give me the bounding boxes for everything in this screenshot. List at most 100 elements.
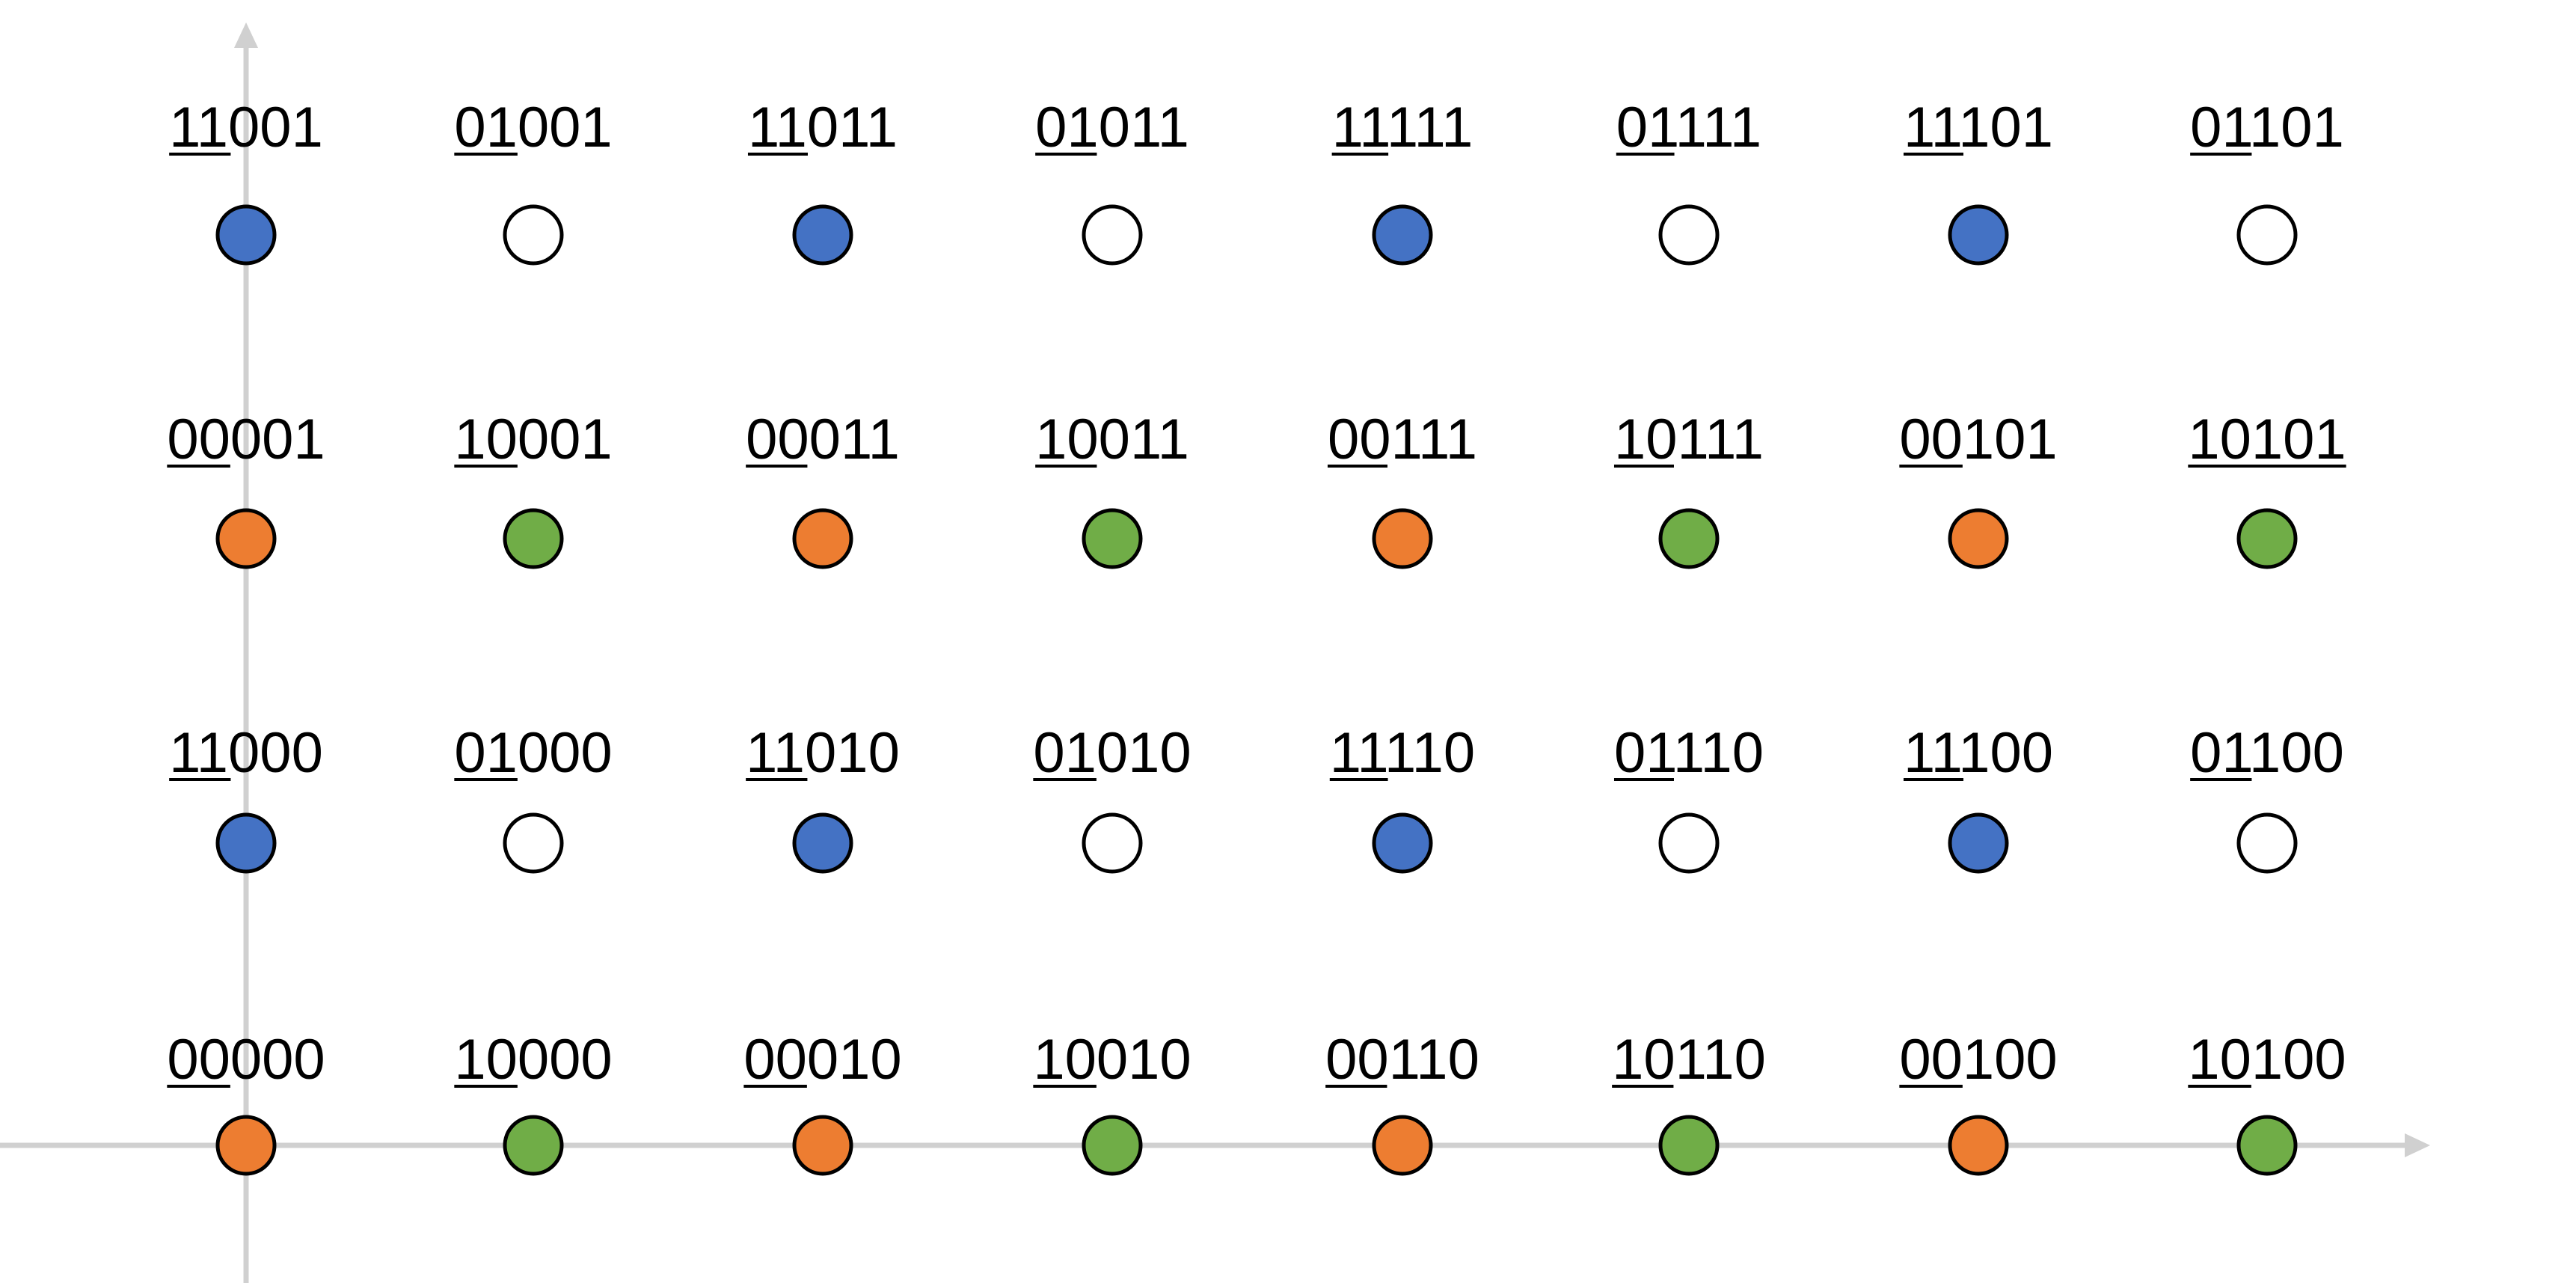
point-marker-white [1082,812,1143,874]
constellation-point: 10000 [454,1028,613,1176]
constellation-point: 01000 [454,721,613,874]
constellation-point: 00011 [746,408,900,569]
point-code-label: 11111 [1332,96,1473,159]
constellation-point: 10100 [2188,1028,2346,1176]
point-code-label: 01111 [1616,96,1761,159]
point-code-label: 11001 [169,96,323,159]
constellation-point: 01111 [1616,96,1761,266]
point-marker-green [2236,508,2298,569]
point-code-label: 11100 [1904,721,2053,785]
constellation-point: 11000 [169,721,323,874]
constellation-point: 10010 [1033,1028,1192,1176]
point-marker-white [2236,812,2298,874]
point-code-label: 00010 [743,1028,901,1091]
point-marker-blue [1372,812,1433,874]
point-code-label: 10101 [2188,408,2346,471]
point-code-label: 10010 [1033,1028,1191,1091]
constellation-point: 00000 [167,1028,325,1176]
point-marker-green [503,1115,564,1176]
point-marker-green [503,508,564,569]
point-code-label: 00111 [1328,408,1477,471]
point-marker-green [1658,1115,1720,1176]
constellation-point: 00110 [1325,1028,1479,1176]
constellation-point: 01100 [2190,721,2344,874]
point-marker-green [2236,1115,2298,1176]
point-marker-white [1658,812,1720,874]
constellation-point: 00111 [1327,408,1477,569]
point-marker-blue [1372,204,1433,266]
constellation-point: 01011 [1035,96,1189,266]
point-marker-orange [792,1115,853,1176]
point-code-label: 01011 [1035,96,1189,159]
constellation-point: 11010 [746,721,900,874]
constellation-point: 11101 [1903,96,2053,266]
constellation-point: 10111 [1613,408,1764,569]
constellation-point: 11100 [1903,721,2053,874]
y-axis-arrowhead [234,22,258,48]
point-marker-blue [792,812,853,874]
constellation-point: 10001 [454,408,613,569]
point-marker-orange [215,1115,277,1176]
point-marker-blue [792,204,853,266]
point-marker-white [503,204,564,266]
point-marker-green [1082,1115,1143,1176]
constellation-point: 10101 [2188,408,2346,569]
point-marker-blue [215,812,277,874]
point-marker-white [1658,204,1720,266]
point-code-label: 00100 [1899,1028,2057,1091]
point-code-label: 00000 [167,1028,325,1091]
point-code-label: 01000 [454,721,612,785]
constellation-point: 01001 [454,96,613,266]
constellation-point: 11111 [1331,96,1473,266]
point-code-label: 10001 [454,408,612,471]
constellation-point: 11110 [1329,721,1475,874]
point-marker-orange [1372,1115,1433,1176]
point-code-label: 10011 [1035,408,1189,471]
point-code-label: 11110 [1330,721,1475,785]
point-code-label: 10000 [454,1028,612,1091]
point-code-label: 00101 [1899,408,2057,471]
constellation-point: 00100 [1899,1028,2058,1176]
point-marker-blue [1948,812,2009,874]
point-code-label: 00110 [1325,1028,1479,1091]
constellation-point: 01110 [1613,721,1764,874]
point-marker-white [2236,204,2298,266]
point-marker-orange [1948,1115,2009,1176]
point-code-label: 11101 [1904,96,2053,159]
point-marker-blue [1948,204,2009,266]
point-marker-orange [1372,508,1433,569]
point-code-label: 11010 [746,721,900,785]
x-axis-arrowhead [2405,1133,2430,1157]
point-code-label: 01110 [1614,721,1764,785]
point-code-label: 01001 [454,96,612,159]
constellation-point: 10011 [1035,408,1189,569]
point-code-label: 11000 [169,721,323,785]
constellation-point: 00010 [743,1028,902,1176]
point-code-label: 10110 [1612,1028,1766,1091]
point-code-label: 01010 [1033,721,1191,785]
constellation-point: 00001 [167,408,325,569]
point-marker-orange [1948,508,2009,569]
point-marker-green [1658,508,1720,569]
constellation-point: 10110 [1612,1028,1766,1176]
axes [0,22,2430,1283]
constellation-point: 11011 [747,96,898,266]
point-code-label: 00001 [167,408,325,471]
constellation-point: 01010 [1033,721,1192,874]
point-marker-green [1082,508,1143,569]
point-code-label: 01100 [2190,721,2344,785]
point-marker-blue [215,204,277,266]
constellation-point: 00101 [1899,408,2058,569]
point-code-label: 00011 [746,408,900,471]
constellation-points: 11001 01001 11011 01011 11111 01111 11101 01101… [167,96,2346,1176]
point-marker-white [503,812,564,874]
constellation-point: 01101 [2190,96,2344,266]
point-marker-orange [215,508,277,569]
point-marker-white [1082,204,1143,266]
point-marker-orange [792,508,853,569]
constellation-point: 11001 [169,96,323,266]
point-code-label: 01101 [2190,96,2344,159]
point-code-label: 10100 [2188,1028,2346,1091]
point-code-label: 10111 [1614,408,1764,471]
